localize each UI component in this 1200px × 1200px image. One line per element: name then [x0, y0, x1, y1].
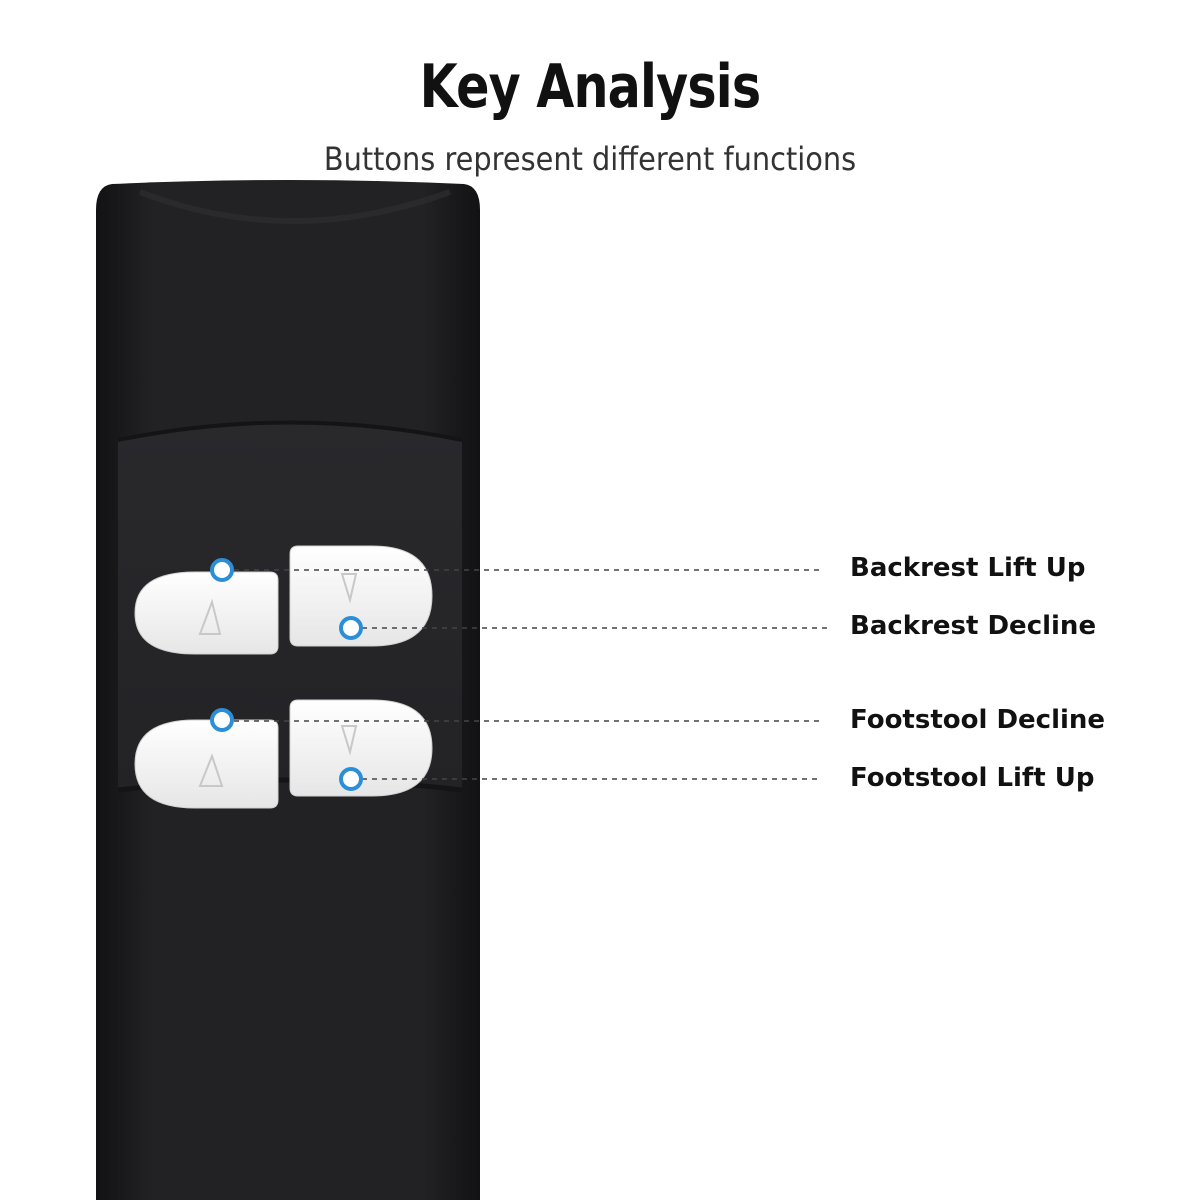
page-title: Key Analysis [419, 52, 761, 122]
down-arrow-icon [340, 573, 358, 604]
page-subtitle: Buttons represent different functions [323, 140, 857, 178]
down-arrow-icon [340, 725, 358, 756]
up-arrow-icon [198, 753, 224, 787]
backrest-up-button[interactable] [134, 571, 279, 655]
backrest-down-button[interactable] [289, 545, 433, 647]
callout-label-footstool-decline: Footstool Decline [850, 705, 1106, 735]
remote-top-contour [138, 189, 452, 224]
callout-label-footstool-lift-up: Footstool Lift Up [850, 763, 1095, 793]
footstool-down-button[interactable] [289, 699, 433, 797]
up-arrow-icon [198, 598, 222, 635]
callout-label-backrest-lift-up: Backrest Lift Up [850, 553, 1086, 583]
callout-dot [339, 616, 363, 640]
callout-dot [210, 558, 234, 582]
callout-dot [210, 708, 234, 732]
callout-dot [339, 767, 363, 791]
callout-label-backrest-decline: Backrest Decline [850, 611, 1097, 641]
footstool-up-button[interactable] [134, 719, 279, 809]
